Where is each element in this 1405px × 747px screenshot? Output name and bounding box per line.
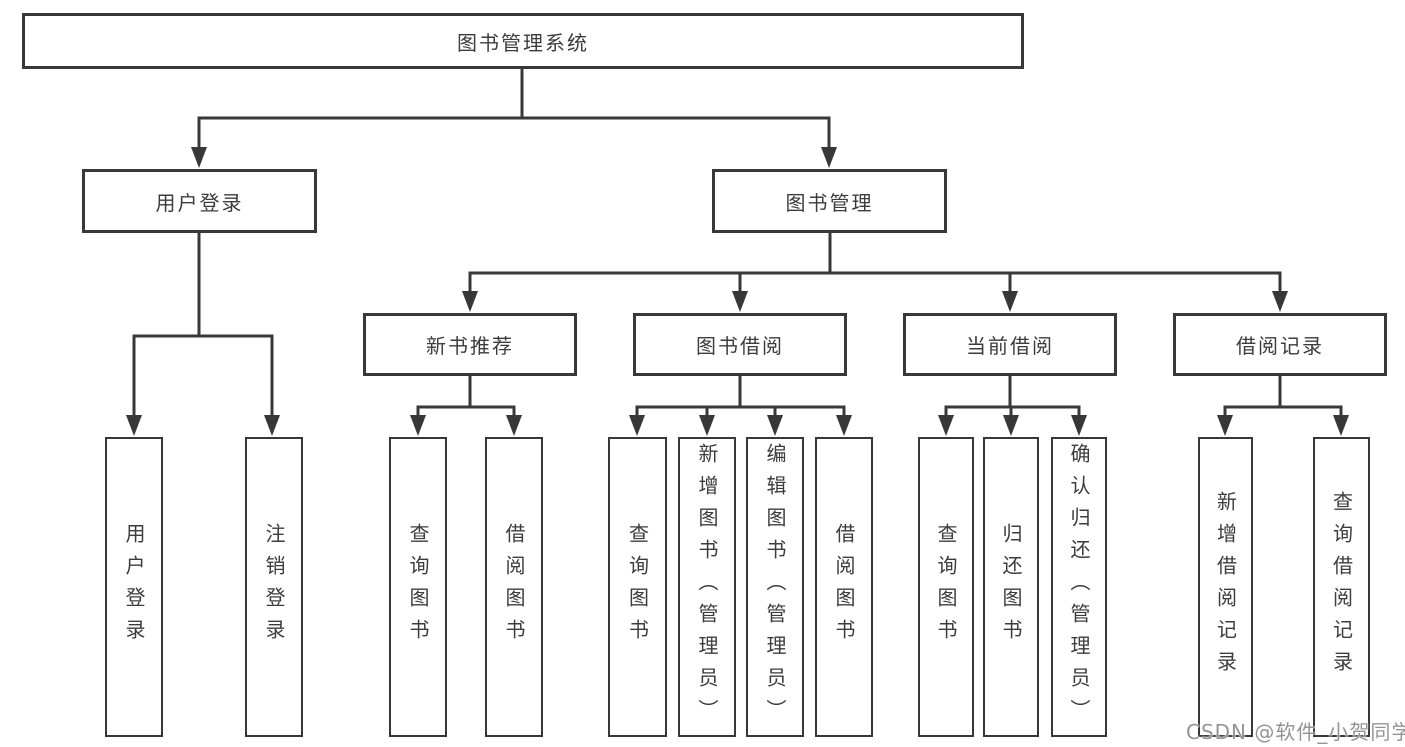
leaf-return-book: 归还图书 xyxy=(983,437,1039,737)
node-book-borrow: 图书借阅 xyxy=(633,313,847,376)
leaf-add-borrow-record-label: 新增借阅记录 xyxy=(1213,491,1238,683)
leaf-query-books-recommend-label: 查询图书 xyxy=(406,523,430,651)
leaf-confirm-return-admin: 确认归还（管理员） xyxy=(1051,437,1107,737)
watermark-csdn: CSDN @软件_小贺同学 xyxy=(1186,720,1405,744)
node-user-login: 用户登录 xyxy=(82,169,317,233)
leaf-add-book-admin: 新增图书（管理员） xyxy=(678,437,736,737)
leaf-add-borrow-record: 新增借阅记录 xyxy=(1198,437,1253,737)
arrowheads xyxy=(126,147,1349,436)
leaf-confirm-return-admin-label: 确认归还（管理员） xyxy=(1067,443,1091,731)
node-borrow-records-label: 借阅记录 xyxy=(1236,334,1324,358)
leaf-query-borrow-record-label: 查询借阅记录 xyxy=(1329,491,1354,683)
node-borrow-records: 借阅记录 xyxy=(1173,313,1387,376)
leaf-query-books-borrow-label: 查询图书 xyxy=(625,523,650,651)
leaf-add-book-admin-label: 新增图书（管理员） xyxy=(695,443,719,731)
leaf-query-books-borrow: 查询图书 xyxy=(608,437,667,737)
node-new-book-recommend-label: 新书推荐 xyxy=(426,334,514,358)
node-current-borrow-label: 当前借阅 xyxy=(966,334,1054,358)
leaf-borrow-books-borrow: 借阅图书 xyxy=(815,437,873,737)
leaf-edit-book-admin: 编辑图书（管理员） xyxy=(746,437,804,737)
leaf-user-login: 用户登录 xyxy=(105,437,163,737)
leaf-logout-label: 注销登录 xyxy=(262,523,286,651)
node-library-system: 图书管理系统 xyxy=(22,13,1024,69)
leaf-query-borrow-record: 查询借阅记录 xyxy=(1313,437,1370,737)
node-book-management-label: 图书管理 xyxy=(785,190,874,215)
leaf-query-books-current-label: 查询图书 xyxy=(934,523,958,651)
leaf-query-books-recommend: 查询图书 xyxy=(389,437,447,737)
leaf-borrow-books-recommend-label: 借阅图书 xyxy=(502,523,526,651)
node-current-borrow: 当前借阅 xyxy=(903,313,1117,376)
leaf-query-books-current: 查询图书 xyxy=(918,437,974,737)
node-book-management: 图书管理 xyxy=(712,169,947,233)
leaf-return-book-label: 归还图书 xyxy=(999,523,1023,651)
leaf-edit-book-admin-label: 编辑图书（管理员） xyxy=(763,443,787,731)
leaf-borrow-books-borrow-label: 借阅图书 xyxy=(832,523,856,651)
leaf-borrow-books-recommend: 借阅图书 xyxy=(485,437,543,737)
node-library-system-label: 图书管理系统 xyxy=(457,30,589,55)
node-new-book-recommend: 新书推荐 xyxy=(363,313,577,376)
node-book-borrow-label: 图书借阅 xyxy=(696,334,784,358)
node-user-login-label: 用户登录 xyxy=(155,190,244,215)
leaf-logout: 注销登录 xyxy=(245,437,303,737)
leaf-user-login-label: 用户登录 xyxy=(122,523,146,651)
